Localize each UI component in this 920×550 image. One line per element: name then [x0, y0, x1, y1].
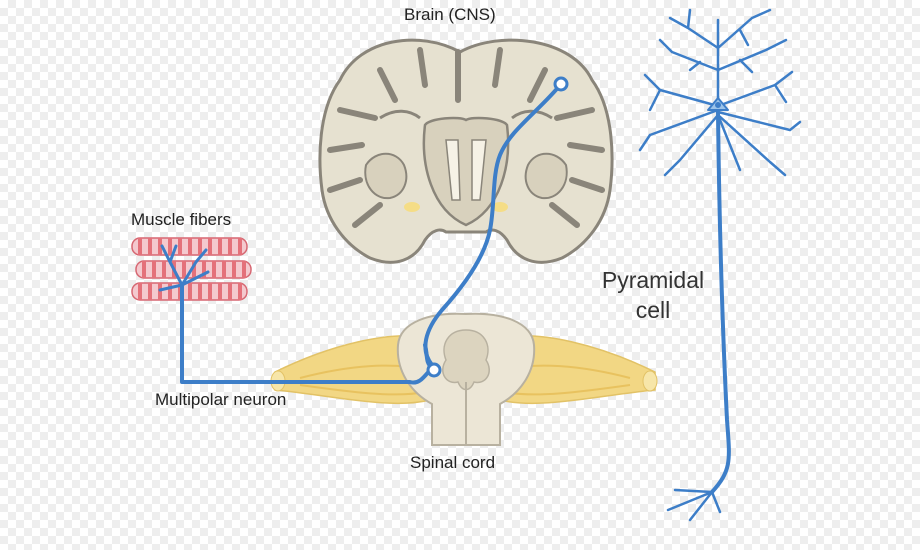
spinal-cord-label: Spinal cord	[410, 453, 496, 472]
pyramidal-cell-label-line1: Pyramidal	[601, 267, 705, 293]
multipolar-neuron-label: Multipolar neuron	[155, 390, 287, 409]
muscle-fibers-label: Muscle fibers	[131, 210, 232, 229]
brain	[318, 38, 614, 264]
brain-label: Brain (CNS)	[404, 5, 496, 24]
muscle-fibers	[131, 237, 252, 301]
pyramidal-cell	[638, 8, 802, 522]
motor-pathway	[158, 76, 569, 385]
pyramidal-cell-label: Pyramidal cell	[588, 265, 718, 325]
pyramidal-cell-label-line2: cell	[635, 297, 671, 323]
